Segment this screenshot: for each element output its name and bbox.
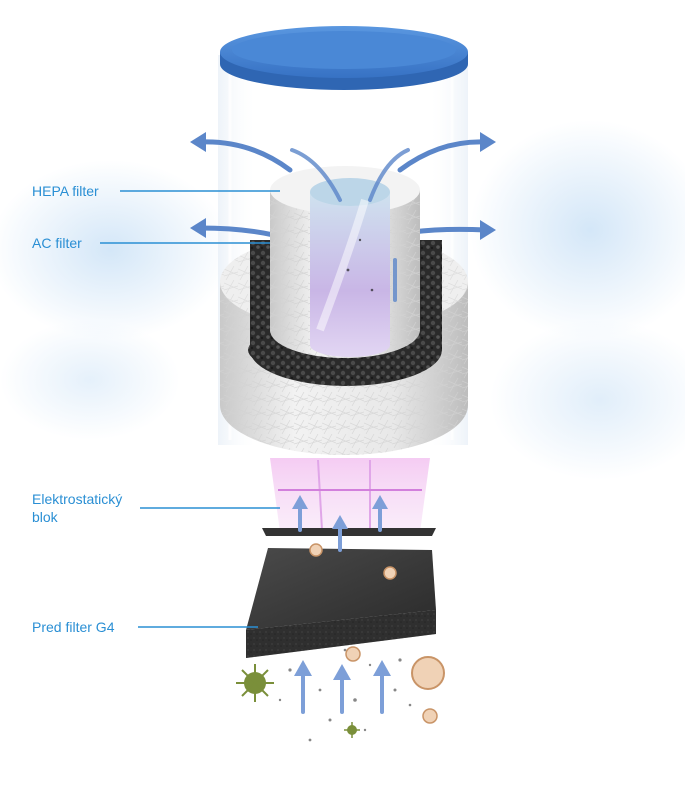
label-electrostatic-line1: Elektrostatický	[32, 491, 123, 507]
electrostatic-block	[262, 458, 436, 536]
leader-lines	[100, 190, 280, 628]
label-prefilter-g4: Pred filter G4	[32, 619, 115, 635]
airflow-haze	[0, 120, 685, 480]
hepa-cylinder	[270, 166, 420, 358]
label-electrostatic-block: Elektrostatický blok	[32, 490, 162, 526]
pollen-particle-icon	[309, 543, 445, 724]
dust-particles	[278, 238, 412, 742]
inner-airflow-arrows	[290, 148, 410, 302]
upward-airflow-arrow-icon	[292, 495, 391, 714]
label-electrostatic-line2: blok	[32, 509, 58, 525]
virus-particle-icon	[236, 664, 360, 738]
blue-lid	[220, 26, 468, 90]
outward-airflow-arrowheads	[190, 132, 496, 240]
label-ac-filter: AC filter	[32, 235, 82, 251]
label-hepa-filter: HEPA filter	[32, 183, 99, 199]
prefilter-foam-pad	[246, 548, 436, 658]
